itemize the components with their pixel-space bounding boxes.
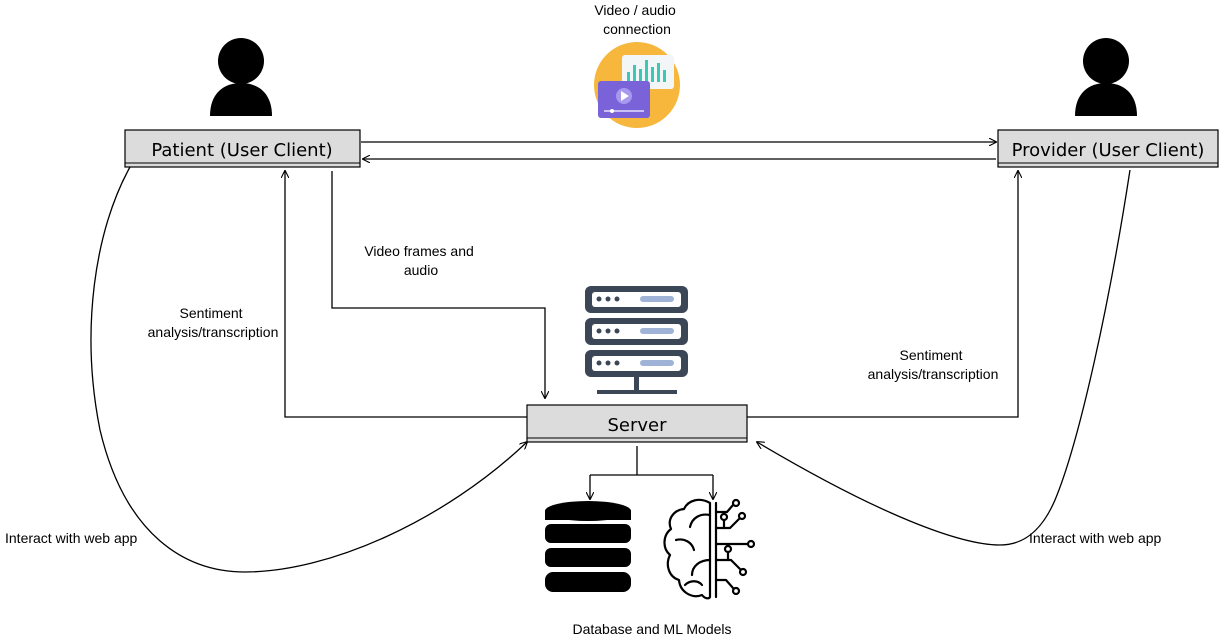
interact-left-label: Interact with web app (5, 530, 138, 546)
database-models-label: Database and ML Models (572, 621, 731, 637)
sentiment-right-label: Sentiment analysis/transcription (868, 347, 999, 382)
server-label: Server (607, 415, 667, 436)
sentiment-left-label: Sentiment analysis/transcription (148, 305, 279, 340)
brain-circuit-icon (663, 498, 756, 600)
provider-label: Provider (User Client) (1012, 140, 1205, 161)
database-icon (545, 501, 631, 592)
arrow-server-to-provider (747, 171, 1018, 418)
provider-user-icon (1075, 38, 1137, 116)
video-audio-label: Video / audio connection (594, 2, 679, 37)
arrow-patient-interact (90, 166, 527, 573)
provider-node[interactable]: Provider (User Client) (997, 129, 1219, 168)
server-node[interactable]: Server (526, 404, 748, 443)
arrow-provider-interact (757, 169, 1131, 546)
arrow-frames-to-server (331, 171, 545, 398)
video-frames-label: Video frames and audio (364, 243, 477, 278)
patient-user-icon (210, 38, 272, 116)
patient-node[interactable]: Patient (User Client) (124, 129, 361, 168)
server-rack-icon (585, 286, 688, 394)
arrow-server-to-patient (285, 171, 527, 418)
patient-label: Patient (User Client) (151, 140, 332, 161)
connectors (90, 142, 1131, 573)
interact-right-label: Interact with web app (1029, 530, 1162, 546)
video-audio-icon (594, 42, 680, 128)
server-branch-line (590, 446, 713, 476)
